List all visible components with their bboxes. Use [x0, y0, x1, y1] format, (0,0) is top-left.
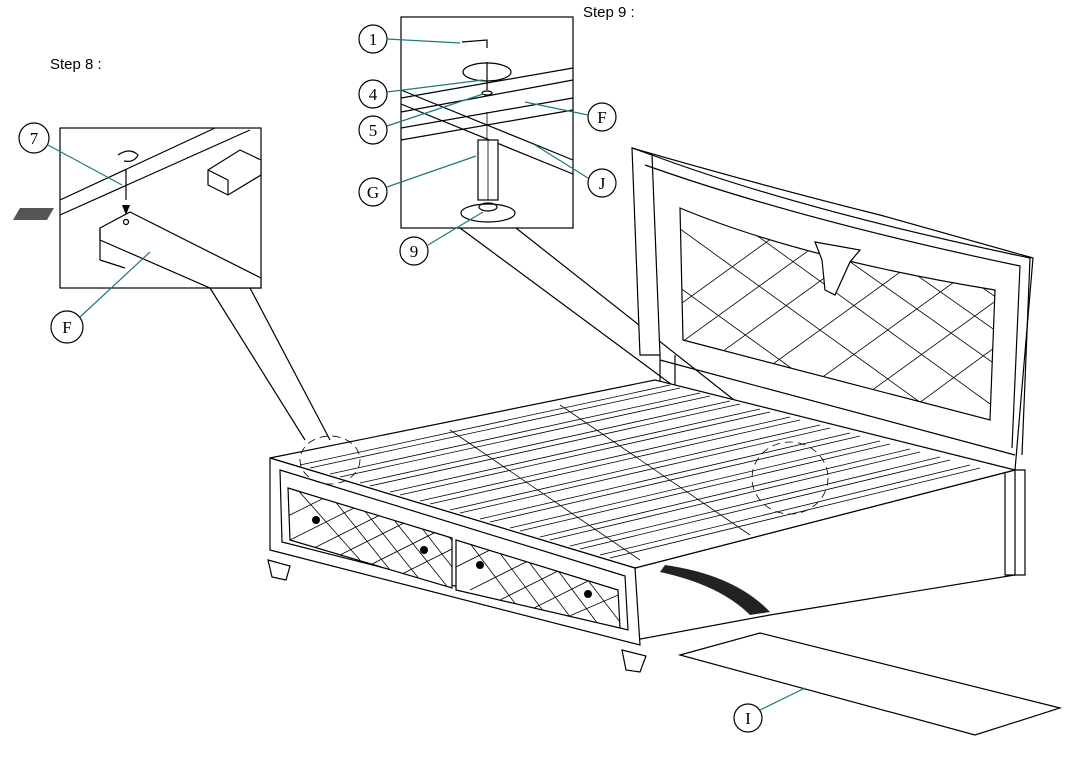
screwdriver-icon — [117, 150, 139, 162]
board-part-i — [677, 632, 1063, 736]
callout-g-label: G — [367, 183, 379, 202]
step-8-title: Step 8 : — [50, 56, 102, 73]
drawer-knob-icon — [584, 590, 592, 598]
curved-slat-strip — [660, 565, 770, 615]
callout-1-label: 1 — [369, 30, 378, 49]
headboard-panel — [679, 207, 996, 421]
callout-f-left-label: F — [62, 318, 71, 337]
callout-9 — [399, 211, 484, 266]
slat-lines — [299, 384, 981, 561]
bed-foot-right — [621, 649, 647, 673]
bolt-part-1-icon — [461, 39, 488, 48]
crest-ornament — [814, 241, 862, 296]
callout-F-left — [50, 251, 151, 344]
step-9-title: Step 9 : — [583, 4, 635, 21]
callout-i-label: I — [745, 709, 751, 728]
bed-foot-left — [267, 559, 291, 581]
callout-7 — [18, 122, 123, 186]
bed-illustration — [267, 147, 1063, 736]
drawer-right — [455, 539, 621, 629]
drawer-knob-icon — [312, 516, 320, 524]
callout-7-label: 7 — [30, 129, 39, 148]
drawer-left — [287, 487, 453, 589]
callout-G — [358, 155, 477, 207]
callout-4-label: 4 — [369, 85, 378, 104]
callout-5 — [358, 93, 484, 145]
callout-5-label: 5 — [369, 121, 378, 140]
step-9-detail-panel — [400, 16, 574, 229]
foot-part-9 — [460, 203, 516, 223]
callout-1 — [358, 24, 461, 54]
drawer-knob-icon — [420, 546, 428, 554]
step-8-detail-panel — [12, 127, 262, 289]
drawer-knob-icon — [476, 561, 484, 569]
leg-part-g — [477, 112, 499, 201]
callout-F-top — [524, 101, 617, 132]
callout-4 — [358, 79, 484, 109]
callout-f-top-label: F — [597, 108, 606, 127]
callout-j-label: J — [599, 174, 606, 193]
callout-9-label: 9 — [410, 242, 419, 261]
callout-J — [534, 144, 617, 198]
callout-I — [733, 687, 806, 733]
